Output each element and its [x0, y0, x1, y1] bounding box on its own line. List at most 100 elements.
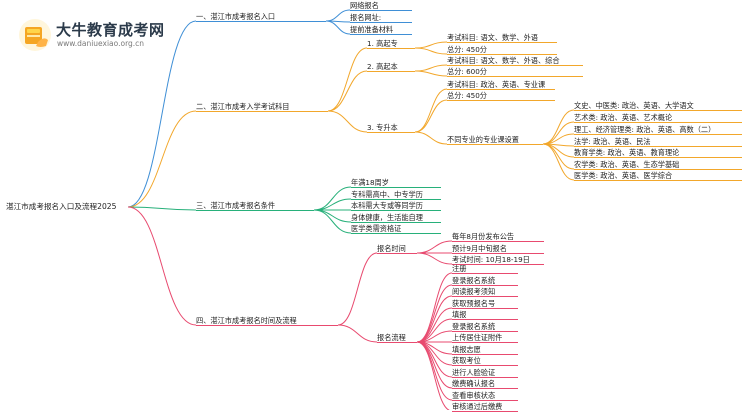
flow-item: 上传居住证附件	[452, 333, 503, 342]
branch-entry-underline	[196, 21, 326, 22]
flow-item-underline	[452, 388, 518, 389]
zsb-item-underline	[447, 89, 555, 90]
book-hand-logo	[19, 19, 51, 51]
flow-item-underline	[452, 285, 518, 286]
major-item: 艺术类: 政治、英语、艺术概论	[574, 113, 673, 122]
entry-item-underline	[350, 22, 412, 23]
link	[416, 295, 453, 343]
link	[127, 110, 197, 208]
gzz-item-underline	[447, 42, 557, 43]
condition-item: 身体健康，生活能自理	[351, 213, 423, 222]
major-item: 文史、中医类: 政治、英语、大学语文	[574, 101, 694, 110]
condition-item-underline	[351, 222, 441, 223]
flow-item: 查看审核状态	[452, 391, 496, 400]
link	[127, 20, 197, 208]
time-item-underline	[452, 253, 544, 254]
major-item-underline	[574, 146, 742, 147]
flow-item: 获取考位	[452, 356, 481, 365]
link	[414, 70, 448, 77]
link	[313, 186, 352, 211]
link	[313, 209, 352, 223]
time-item: 预计9月中旬报名	[452, 244, 507, 253]
major-item-underline	[574, 180, 742, 181]
link	[414, 131, 448, 145]
condition-item: 本科需大专或等同学历	[351, 201, 423, 210]
subject-gzb-underline	[367, 71, 415, 72]
process-time: 报名时间	[377, 244, 406, 253]
gzz-item: 考试科目: 语文、数学、外语	[447, 33, 538, 42]
gzz-item-underline	[447, 54, 557, 55]
major-setting-underline	[447, 144, 543, 145]
link	[337, 252, 378, 326]
flow-item-underline	[452, 331, 518, 332]
gzz-item: 总分: 450分	[447, 45, 487, 54]
link	[327, 70, 368, 112]
branch-process: 四、湛江市成考报名时间及流程	[196, 316, 297, 325]
condition-item-underline	[351, 210, 441, 211]
major-item-underline	[574, 157, 742, 158]
condition-item: 医学类需资格证	[351, 224, 402, 233]
branch-subjects-underline	[196, 111, 328, 112]
flow-item: 进行人脸验证	[452, 368, 496, 377]
condition-item: 专科需高中、中专学历	[351, 190, 423, 199]
link	[414, 64, 448, 72]
link	[414, 47, 448, 55]
condition-item-underline	[351, 199, 441, 200]
link	[414, 99, 448, 133]
link	[313, 209, 352, 234]
major-item: 教育学类: 政治、英语、教育理论	[574, 148, 680, 157]
link	[416, 252, 453, 265]
gzb-item: 考试科目: 语文、数学、外语、综合	[447, 56, 560, 65]
flow-item-underline	[452, 377, 518, 378]
link	[416, 240, 453, 254]
flow-item-underline	[452, 296, 518, 297]
branch-conditions: 三、湛江市成考报名条件	[196, 201, 276, 210]
subject-gzz-underline	[367, 48, 415, 49]
link	[127, 206, 197, 211]
process-flow-underline	[377, 342, 417, 343]
gzb-item-underline	[447, 76, 583, 77]
zsb-item: 总分: 450分	[447, 91, 487, 100]
subject-gzz: 1. 高起专	[367, 39, 398, 48]
gzb-item: 总分: 600分	[447, 67, 487, 76]
flow-item: 填报	[452, 310, 467, 319]
major-item: 医学类: 政治、英语、医学综合	[574, 171, 673, 180]
flow-item: 阅读报考须知	[452, 287, 496, 296]
major-item: 法学: 政治、英语、民法	[574, 137, 651, 146]
zsb-item-underline	[447, 100, 555, 101]
flow-item-underline	[452, 308, 518, 309]
major-item-underline	[574, 134, 742, 135]
condition-item: 年满18周岁	[351, 178, 389, 187]
link	[325, 9, 351, 22]
process-flow: 报名流程	[377, 333, 406, 342]
link	[414, 41, 448, 49]
link	[337, 324, 378, 343]
major-item-underline	[574, 110, 742, 111]
flow-item-underline	[452, 365, 518, 366]
entry-item: 报名网址:	[350, 13, 382, 22]
zsb-item: 考试科目: 政治、英语、专业课	[447, 80, 546, 89]
major-setting: 不同专业的专业课设置	[447, 135, 519, 144]
flow-item: 获取预报名号	[452, 299, 496, 308]
time-item: 每年8月份发布公告	[452, 232, 515, 241]
branch-process-underline	[196, 325, 338, 326]
entry-item-underline	[350, 10, 412, 11]
link	[542, 143, 575, 181]
link	[416, 284, 453, 343]
major-item-underline	[574, 122, 742, 123]
flow-item: 登录报名系统	[452, 322, 496, 331]
brand-name: 大牛教育成考网	[56, 21, 165, 39]
condition-item-underline	[351, 187, 441, 188]
subject-zsb-underline	[367, 132, 415, 133]
flow-item-underline	[452, 400, 518, 401]
link	[327, 47, 368, 112]
flow-item: 缴费确认报名	[452, 379, 496, 388]
root-node: 湛江市成考报名入口及流程2025	[6, 202, 117, 211]
link	[542, 121, 575, 145]
major-item: 农学类: 政治、英语、生态学基础	[574, 160, 680, 169]
process-time-underline	[377, 253, 417, 254]
flow-item: 登录报名系统	[452, 276, 496, 285]
branch-entry: 一、湛江市成考报名入口	[196, 12, 276, 21]
flow-item-underline	[452, 319, 518, 320]
